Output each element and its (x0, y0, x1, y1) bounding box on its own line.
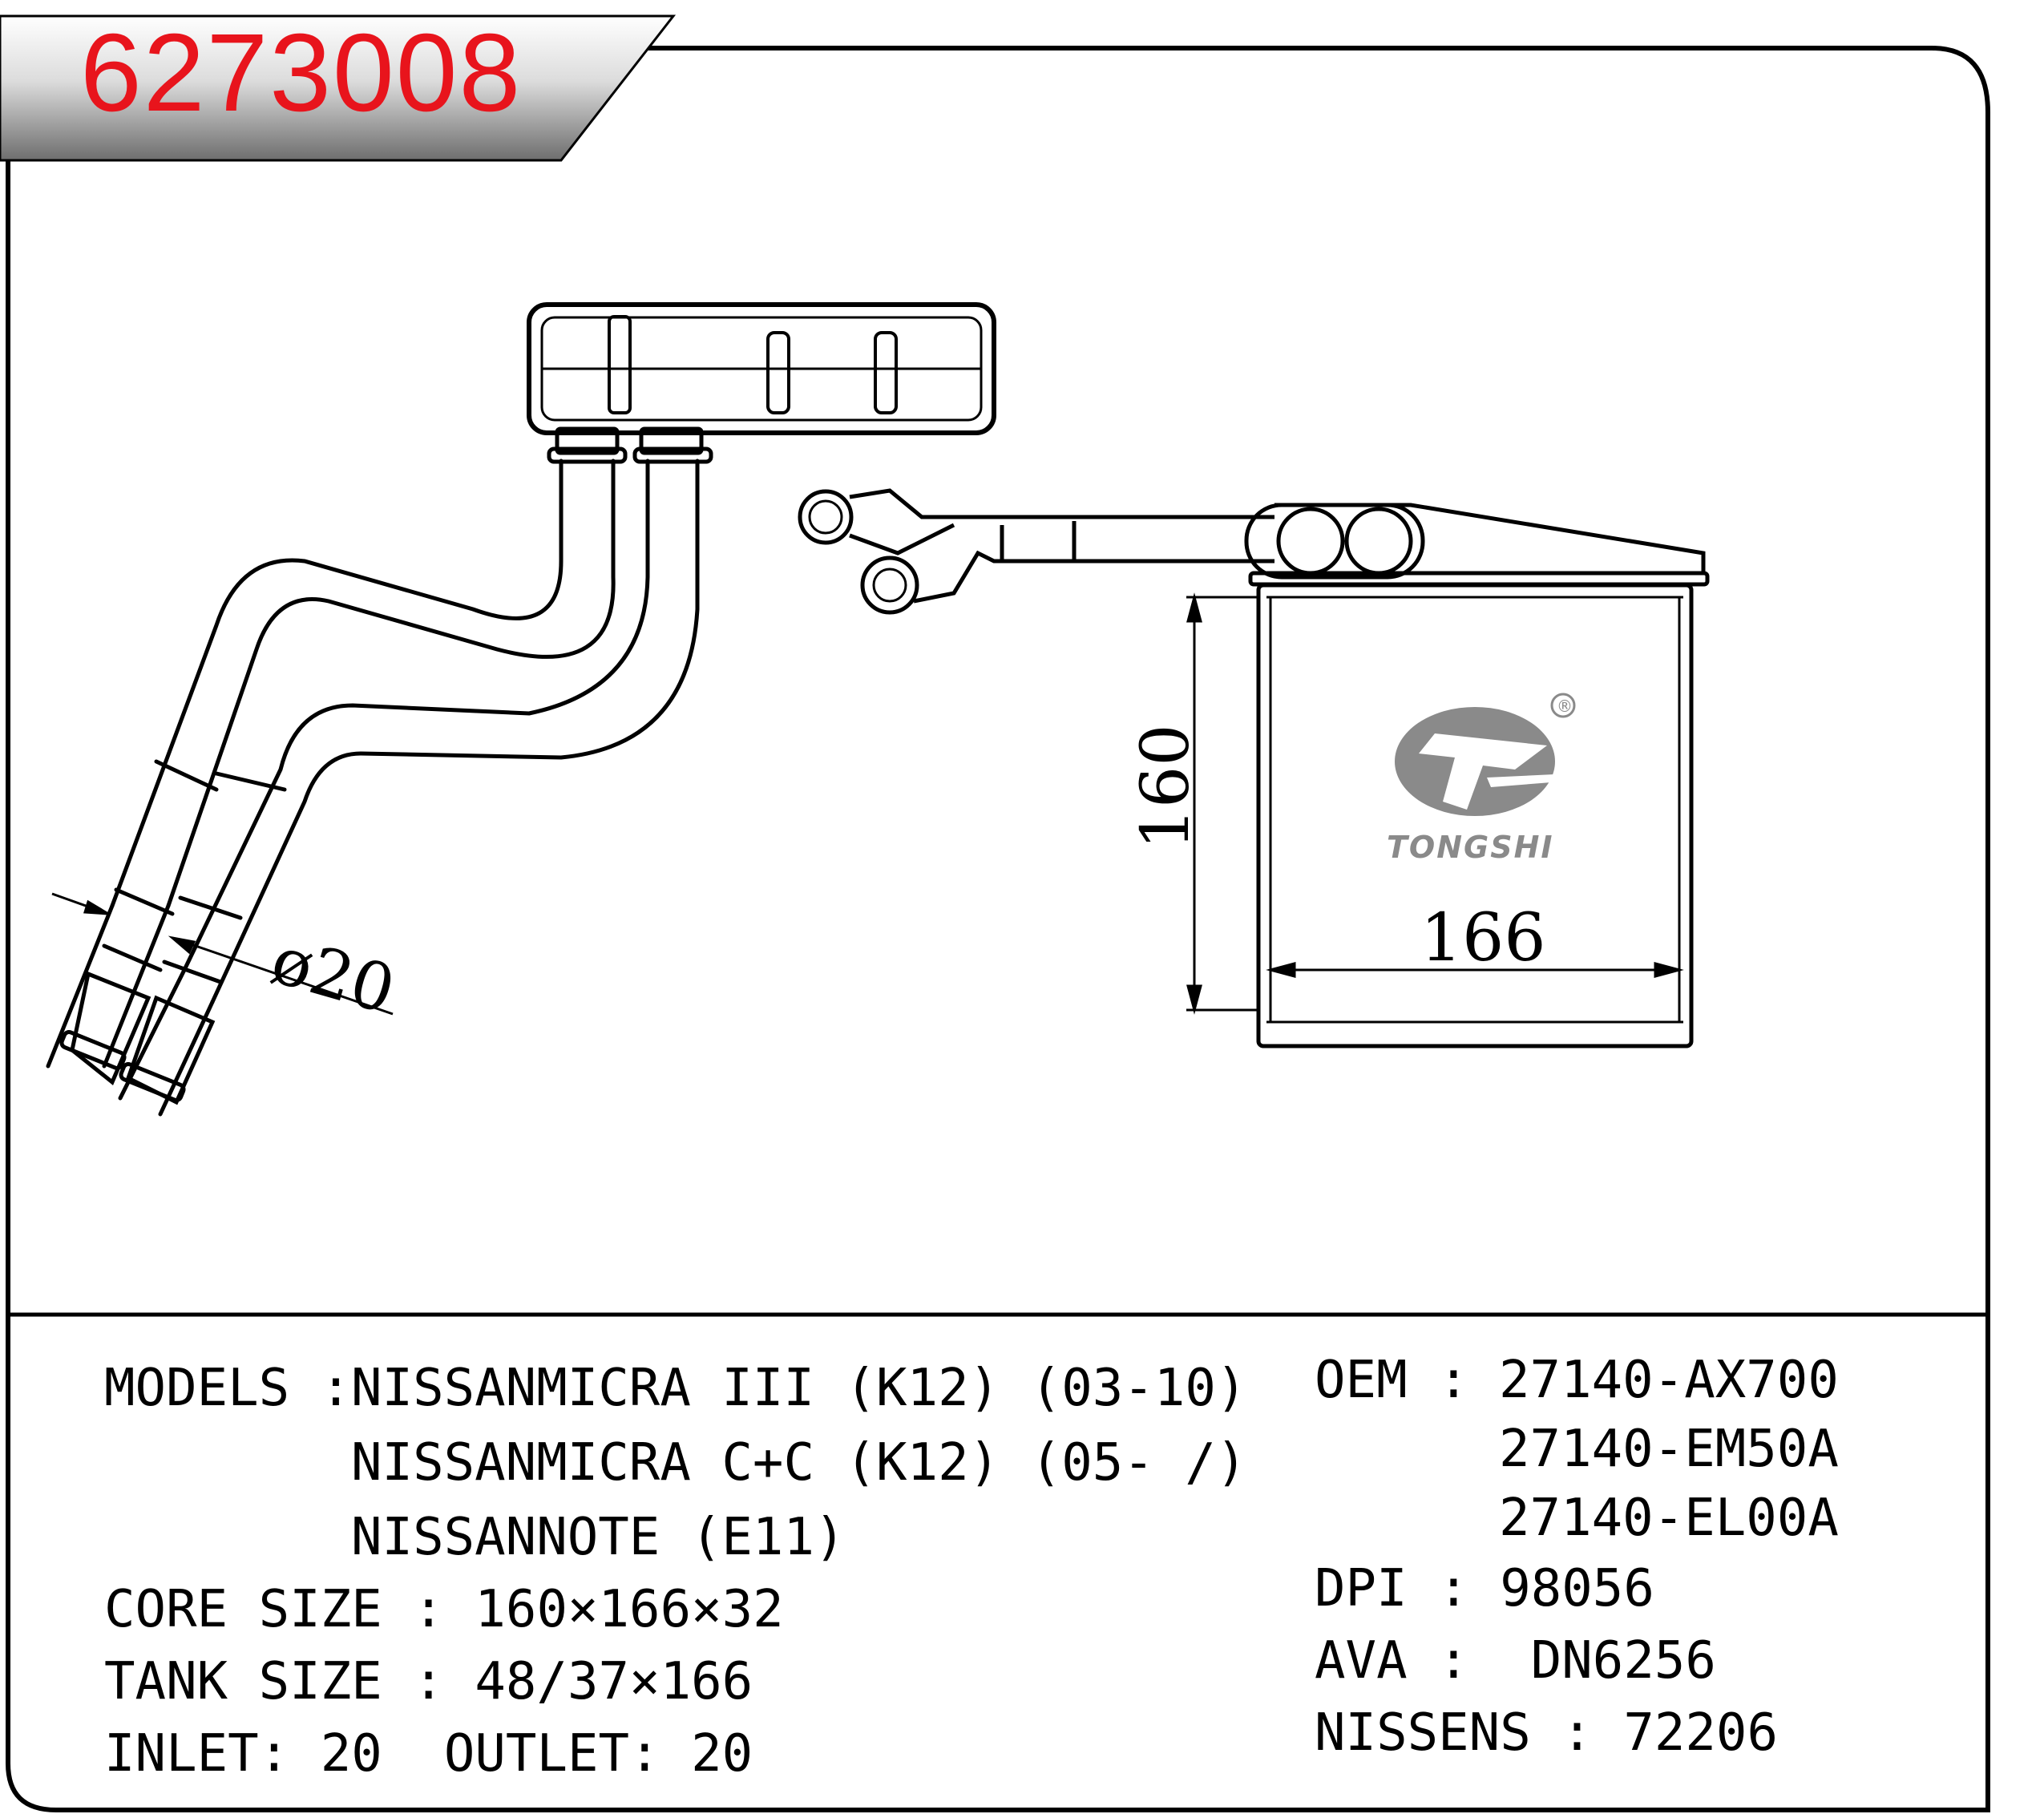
core-size: CORE SIZE : 160×166×32 (104, 1580, 784, 1639)
sheet-frame (6, 46, 1990, 1812)
ava-ref: AVA : DN6256 (1315, 1631, 1716, 1691)
pipe-diameter-label: ø20 (264, 922, 403, 1029)
model-row: NISSANMICRA III (K12) (03-10) (351, 1359, 1247, 1418)
diameter-dimension (51, 892, 394, 1016)
height-label: 160 (1128, 724, 1204, 850)
dpi-ref: DPI : 98056 (1315, 1559, 1654, 1618)
oem-number: 27140-AX700 (1499, 1351, 1839, 1410)
nissens-ref: NISSENS : 72206 (1315, 1703, 1778, 1763)
pipe-assembly (46, 302, 996, 1117)
oem-number: 27140-EM50A (1499, 1420, 1839, 1479)
width-label: 166 (1420, 900, 1546, 976)
inlet-outlet: INLET: 20 OUTLET: 20 (104, 1724, 753, 1784)
heater-core-drawing (798, 488, 1710, 1048)
model-row: NISSANMICRA C+C (K12) (05- /) (351, 1433, 1247, 1493)
width-dimension (1266, 962, 1684, 978)
height-dimension (1186, 592, 1258, 1015)
brand-name: TONGSHI (1387, 830, 1554, 865)
part-number-badge (0, 14, 677, 162)
oem-label: OEM : (1315, 1351, 1501, 1410)
tank-size: TANK SIZE : 48/37×166 (104, 1652, 753, 1711)
tongshi-logo: ® TONGSHI (1387, 693, 1576, 865)
model-row: NISSANNOTE (E11) (351, 1508, 846, 1567)
oem-number: 27140-EL00A (1499, 1489, 1839, 1548)
registered-mark: ® (1557, 697, 1573, 716)
part-number: 6273008 (80, 11, 523, 135)
models-label: MODELS : (104, 1359, 352, 1418)
